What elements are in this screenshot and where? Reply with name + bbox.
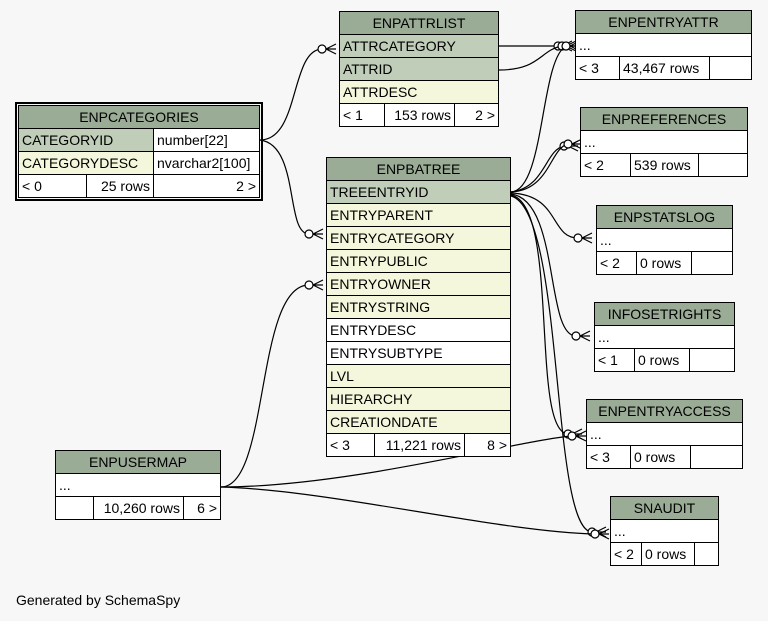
edge-categories-batree xyxy=(259,139,324,240)
row-count: 0 rows xyxy=(635,349,690,371)
table-enpstatslog[interactable]: ENPSTATSLOG ... < 2 0 rows xyxy=(596,205,733,275)
column-name: ... xyxy=(611,520,718,542)
column-name: CATEGORYDESC xyxy=(19,152,154,174)
children-count xyxy=(699,154,747,176)
column-type: number[22] xyxy=(154,129,259,151)
column-name: ... xyxy=(595,326,734,348)
column-name: HIERARCHY xyxy=(327,388,510,410)
column-name: CATEGORYID xyxy=(19,129,154,151)
parents-count xyxy=(56,497,94,519)
table-header: ENPCATEGORIES xyxy=(19,106,259,129)
column-name: ATTRCATEGORY xyxy=(340,35,498,57)
parents-count: < 1 xyxy=(595,349,635,371)
table-enpattrlist[interactable]: ENPATTRLIST ATTRCATEGORY ATTRID ATTRDESC… xyxy=(339,11,499,127)
row-count: 43,467 rows xyxy=(620,57,710,79)
table-enpbatree[interactable]: ENPBATREE TREEENTRYID ENTRYPARENT ENTRYC… xyxy=(326,157,511,457)
column-name: ATTRDESC xyxy=(340,81,498,103)
column-name: ENTRYCATEGORY xyxy=(327,227,510,249)
column-name: ENTRYPARENT xyxy=(327,204,510,226)
row-count: 0 rows xyxy=(642,543,695,565)
table-header: INFOSETRIGHTS xyxy=(595,303,734,326)
row-count: 11,221 rows xyxy=(375,434,465,456)
children-count xyxy=(695,543,718,565)
edge-batree-pref-a xyxy=(510,140,579,193)
row-count: 0 rows xyxy=(637,252,692,274)
generated-by-label: Generated by SchemaSpy xyxy=(16,592,181,608)
parents-count: < 3 xyxy=(587,446,631,468)
row-count: 0 rows xyxy=(631,446,691,468)
table-header: ENPENTRYACCESS xyxy=(587,400,742,423)
column-name: ENTRYSUBTYPE xyxy=(327,342,510,364)
row-count: 10,260 rows xyxy=(94,497,184,519)
edge-batree-entryattr xyxy=(510,40,581,193)
column-name: ... xyxy=(56,474,220,496)
children-count xyxy=(692,252,732,274)
table-enpentryaccess[interactable]: ENPENTRYACCESS ... < 3 0 rows xyxy=(586,399,743,469)
edge-batree-access xyxy=(510,194,583,440)
column-name: LVL xyxy=(327,365,510,387)
table-header: ENPATTRLIST xyxy=(340,12,498,35)
column-name: ENTRYSTRING xyxy=(327,296,510,318)
column-name: TREEENTRYID xyxy=(327,181,510,203)
column-name: ENTRYDESC xyxy=(327,319,510,341)
column-name: CREATIONDATE xyxy=(327,411,510,433)
row-count: 539 rows xyxy=(631,154,699,176)
table-enpcategories[interactable]: ENPCATEGORIES CATEGORYID number[22] CATE… xyxy=(15,102,263,201)
table-enpusermap[interactable]: ENPUSERMAP ... 10,260 rows 6 > xyxy=(55,450,221,520)
column-name: ... xyxy=(597,229,732,251)
parents-count: < 2 xyxy=(597,252,637,274)
column-name: ... xyxy=(576,34,751,56)
edge-usermap-access xyxy=(220,430,587,488)
column-type: nvarchar2[100] xyxy=(154,152,259,174)
children-count xyxy=(690,349,734,371)
children-count: 2 > xyxy=(236,178,256,194)
parents-count: < 0 xyxy=(19,175,87,197)
children-count xyxy=(691,446,742,468)
table-infosetrights[interactable]: INFOSETRIGHTS ... < 1 0 rows xyxy=(594,302,735,372)
edge-batree-snaudit xyxy=(510,195,607,538)
table-header: ENPBATREE xyxy=(327,158,510,181)
edge-usermap-snaudit xyxy=(220,486,610,540)
table-header: ENPUSERMAP xyxy=(56,451,220,474)
children-count: 8 > xyxy=(487,437,507,453)
table-enpreferences[interactable]: ENPREFERENCES ... < 2 539 rows xyxy=(580,107,748,177)
parents-count: < 3 xyxy=(576,57,620,79)
parents-count: < 2 xyxy=(581,154,631,176)
parents-count: < 1 xyxy=(340,104,385,126)
row-count: 153 rows xyxy=(385,104,455,126)
children-count: 6 > xyxy=(197,500,217,516)
table-header: SNAUDIT xyxy=(611,497,718,520)
children-count xyxy=(710,57,751,79)
column-name: ENTRYPUBLIC xyxy=(327,250,510,272)
table-header: ENPSTATSLOG xyxy=(597,206,732,229)
column-name: ENTRYOWNER xyxy=(327,273,510,295)
parents-count: < 2 xyxy=(611,543,642,565)
column-name: ... xyxy=(587,423,742,445)
children-count: 2 > xyxy=(475,107,495,123)
table-header: ENPENTRYATTR xyxy=(576,11,751,34)
edge-usermap-batree xyxy=(220,279,324,488)
table-header: ENPREFERENCES xyxy=(581,108,747,131)
parents-count: < 3 xyxy=(327,434,375,456)
edge-categories-attrlist xyxy=(259,43,337,141)
table-snaudit[interactable]: SNAUDIT ... < 2 0 rows xyxy=(610,496,719,566)
column-name: ... xyxy=(581,131,747,153)
edge-batree-statslog xyxy=(510,192,593,244)
row-count: 25 rows xyxy=(87,175,154,197)
edge-batree-pref-b xyxy=(510,138,583,193)
table-enpentryattr[interactable]: ENPENTRYATTR ... < 3 43,467 rows xyxy=(575,10,752,80)
edge-batree-infoset xyxy=(510,193,591,342)
column-name: ATTRID xyxy=(340,58,498,80)
